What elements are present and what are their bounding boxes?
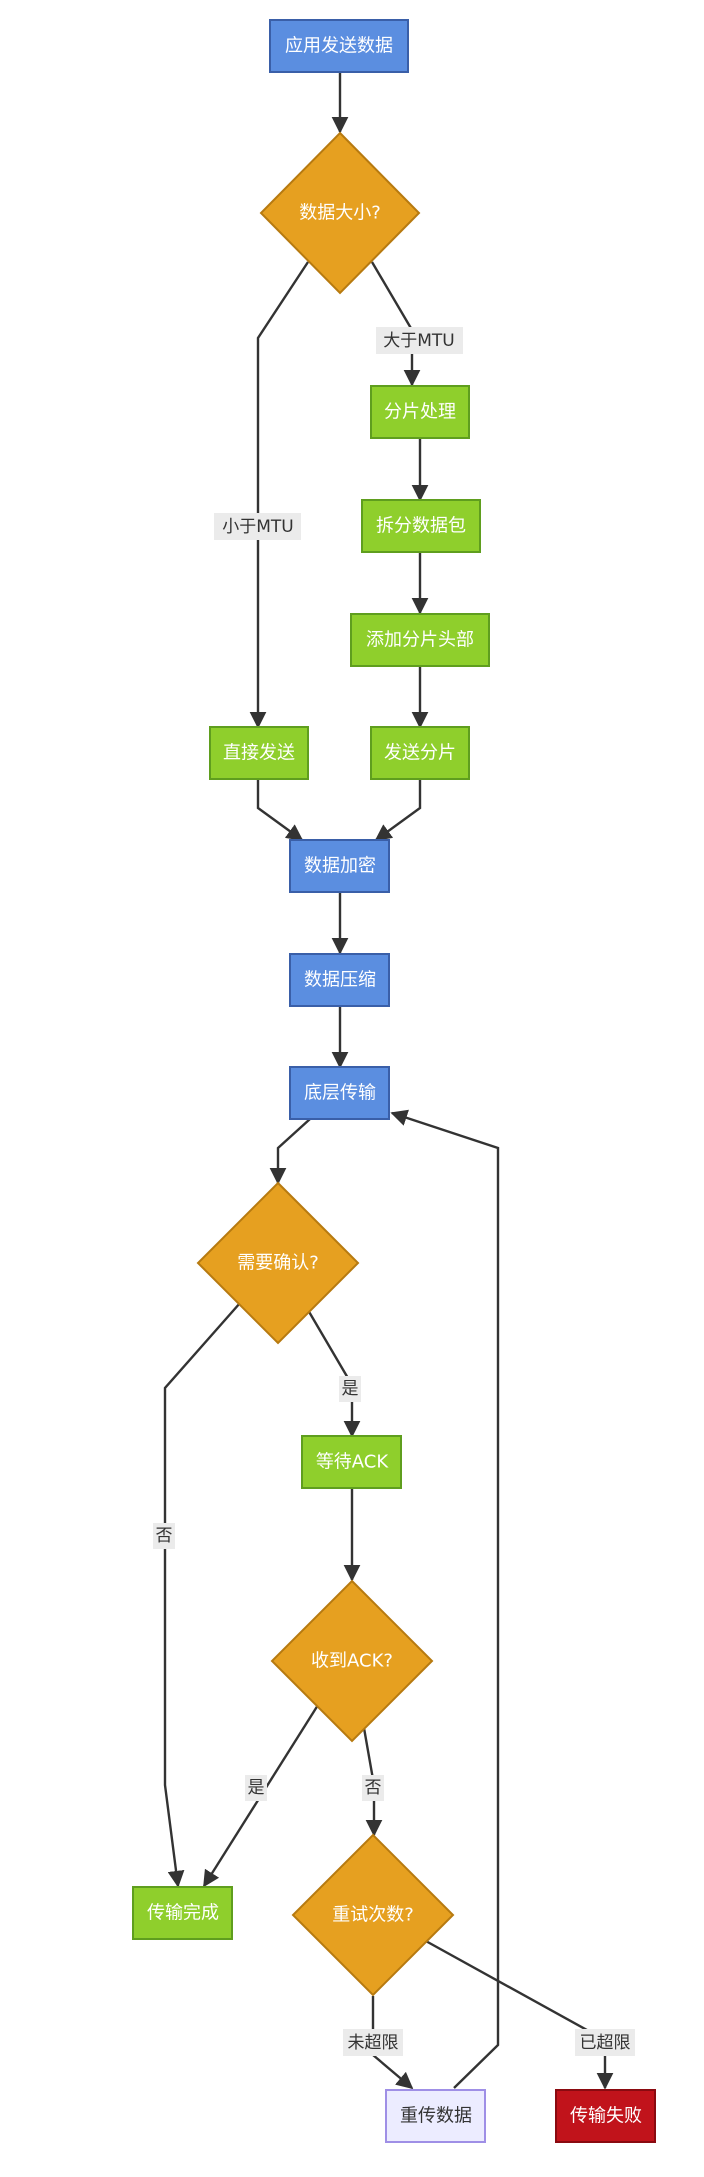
- node-split-packet[interactable]: 拆分数据包: [361, 499, 481, 553]
- decision-size-check[interactable]: 数据大小?: [259, 131, 421, 295]
- nodes: 应用发送数据 数据大小? 分片处理 拆分数据包 添加分片头部 直接发送: [132, 19, 656, 2143]
- edge-size-to-fragment: [370, 261, 421, 387]
- edge-retry-to-fail: [423, 1938, 614, 2090]
- node-transport-label: 底层传输: [304, 1083, 376, 1104]
- node-compress[interactable]: 数据压缩: [289, 953, 390, 1007]
- node-add-header[interactable]: 添加分片头部: [350, 613, 490, 667]
- node-transport[interactable]: 底层传输: [289, 1066, 390, 1120]
- edge-size-to-direct: [249, 261, 310, 729]
- node-split-packet-label: 拆分数据包: [376, 516, 466, 537]
- label-greater-than-mtu: 大于MTU: [383, 331, 455, 351]
- node-resend[interactable]: 重传数据: [385, 2089, 486, 2143]
- label-less-than-mtu: 小于MTU: [222, 517, 294, 537]
- node-resend-label: 重传数据: [400, 2106, 472, 2127]
- node-fail-label: 传输失败: [570, 2106, 642, 2127]
- label-need-ack-yes: 是: [342, 1379, 359, 1399]
- edge-transport-to-needack: [269, 1118, 311, 1185]
- label-need-ack-no: 否: [156, 1526, 173, 1546]
- decision-size-check-label: 数据大小?: [299, 203, 381, 224]
- edge-resend-to-transport: [390, 1109, 500, 2089]
- node-fail[interactable]: 传输失败: [555, 2089, 656, 2143]
- decision-ack-received[interactable]: 收到ACK?: [270, 1579, 434, 1743]
- decision-need-ack-label: 需要确认?: [237, 1253, 319, 1274]
- node-encrypt[interactable]: 数据加密: [289, 839, 390, 893]
- node-send-fragments-label: 发送分片: [384, 743, 456, 764]
- decision-retry-count-label: 重试次数?: [332, 1905, 414, 1926]
- node-wait-ack[interactable]: 等待ACK: [301, 1435, 402, 1489]
- label-not-exceeded: 未超限: [348, 2033, 399, 2053]
- decision-need-ack[interactable]: 需要确认?: [196, 1181, 360, 1345]
- node-direct-send[interactable]: 直接发送: [209, 726, 309, 780]
- decision-ack-received-label: 收到ACK?: [311, 1651, 393, 1672]
- label-exceeded: 已超限: [580, 2033, 631, 2053]
- node-compress-label: 数据压缩: [304, 970, 376, 991]
- node-direct-send-label: 直接发送: [223, 743, 295, 764]
- edge-direct-to-encrypt: [256, 779, 304, 841]
- edge-sendfrag-to-encrypt: [374, 779, 422, 841]
- node-encrypt-label: 数据加密: [304, 856, 376, 877]
- node-app-send[interactable]: 应用发送数据: [269, 19, 409, 73]
- node-wait-ack-label: 等待ACK: [316, 1452, 390, 1473]
- edge-needack-to-done: [163, 1302, 241, 1888]
- edge-needack-to-waitack: [306, 1309, 361, 1438]
- node-done-label: 传输完成: [147, 1903, 219, 1924]
- label-ack-received-no: 否: [365, 1778, 382, 1798]
- node-app-send-label: 应用发送数据: [285, 36, 393, 57]
- node-fragment-label: 分片处理: [384, 402, 456, 423]
- edge-labels: 大于MTU 小于MTU 是 否 是 否 未超限 已超限: [153, 327, 635, 2056]
- node-add-header-label: 添加分片头部: [366, 630, 474, 651]
- decision-retry-count[interactable]: 重试次数?: [291, 1833, 455, 1997]
- node-done[interactable]: 传输完成: [132, 1886, 233, 1940]
- label-ack-received-yes: 是: [248, 1778, 265, 1798]
- node-send-fragments[interactable]: 发送分片: [370, 726, 470, 780]
- node-fragment[interactable]: 分片处理: [370, 385, 470, 439]
